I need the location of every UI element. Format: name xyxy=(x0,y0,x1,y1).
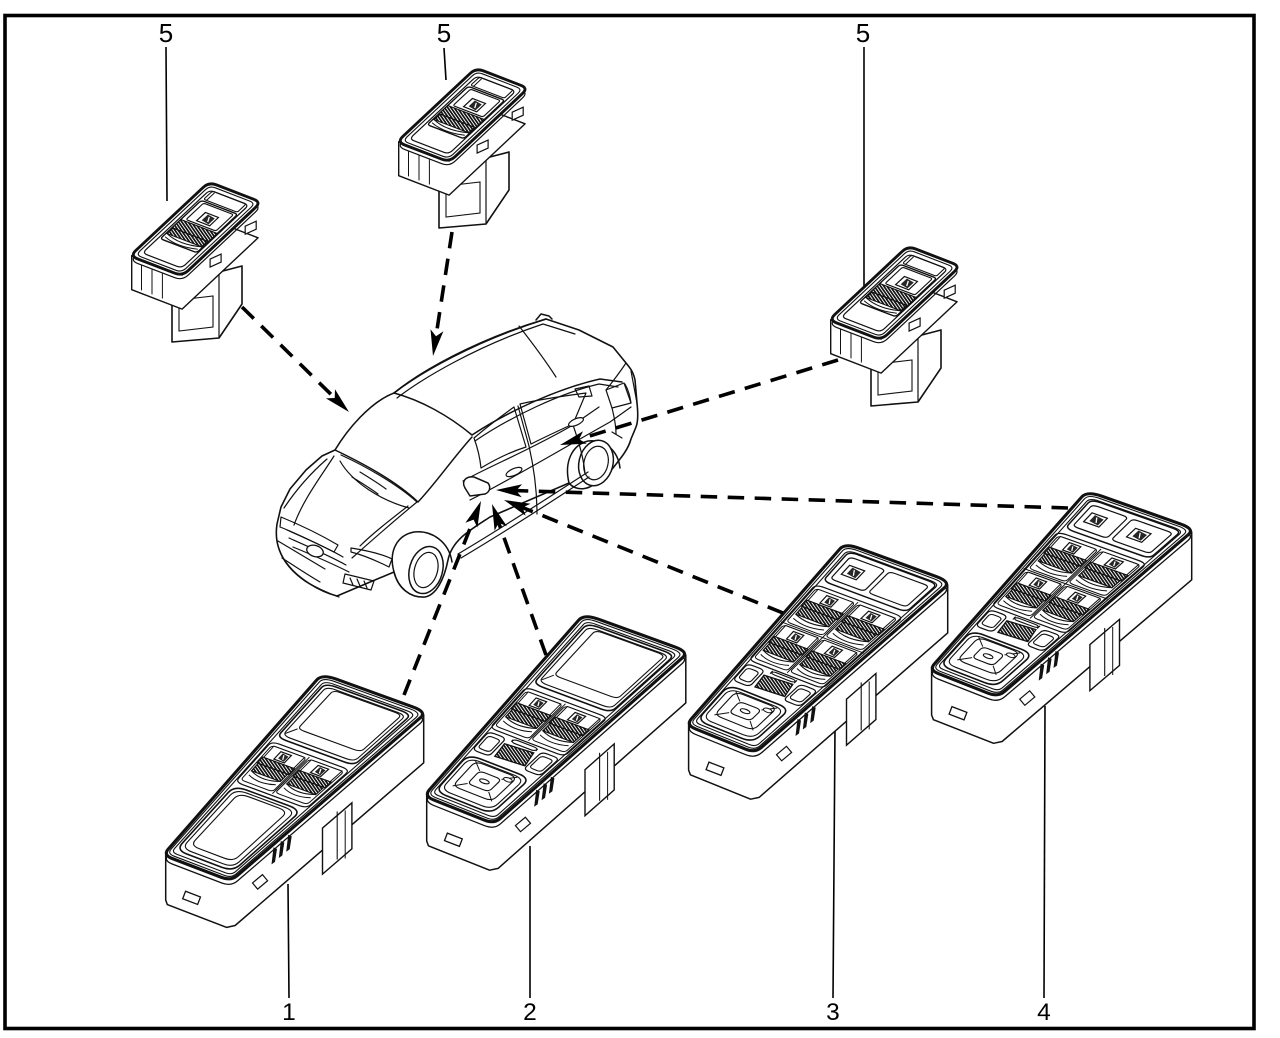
svg-text:5: 5 xyxy=(856,18,870,48)
svg-text:5: 5 xyxy=(159,18,173,48)
svg-text:4: 4 xyxy=(1037,999,1051,1026)
svg-text:1: 1 xyxy=(282,999,296,1026)
svg-text:5: 5 xyxy=(437,18,451,48)
svg-text:2: 2 xyxy=(523,999,537,1026)
svg-text:3: 3 xyxy=(826,999,840,1026)
